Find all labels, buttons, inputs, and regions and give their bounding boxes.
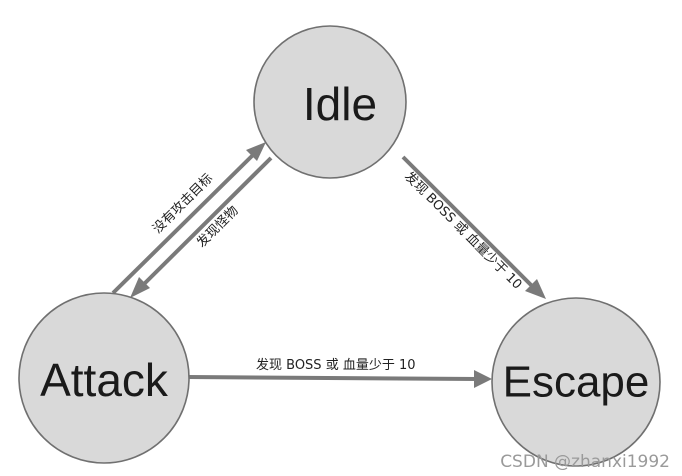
edge-attack-to-idle-arrowhead — [246, 142, 266, 161]
edge-idle-to-attack-arrowhead — [130, 277, 150, 298]
node-idle-circle — [253, 25, 407, 179]
edge-label-idle-to-escape: 发现 BOSS 或 血量少于 10 — [401, 169, 525, 293]
edge-idle-to-attack — [130, 156, 273, 298]
edge-idle-to-attack-line — [138, 156, 273, 290]
edge-label-attack-to-escape: 发现 BOSS 或 血量少于 10 — [256, 357, 416, 373]
edge-attack-to-idle-line — [111, 150, 258, 295]
edge-idle-to-escape-arrowhead — [525, 279, 546, 299]
node-attack-label: Attack — [40, 354, 169, 406]
node-escape-circle — [491, 297, 661, 467]
edge-idle-to-escape — [401, 155, 546, 299]
edge-attack-to-escape-line — [187, 375, 479, 381]
edge-attack-to-idle — [111, 142, 266, 295]
edge-idle-to-escape-line — [401, 155, 537, 291]
node-idle: Idle — [253, 25, 407, 179]
node-escape: Escape — [491, 297, 661, 467]
node-attack: Attack — [18, 292, 190, 464]
node-attack-circle — [18, 292, 190, 464]
node-idle-label: Idle — [303, 78, 377, 130]
edge-attack-to-escape — [187, 370, 492, 388]
edge-attack-to-escape-arrowhead — [474, 370, 492, 388]
watermark: CSDN @zhanxi1992 — [500, 452, 670, 472]
node-escape-label: Escape — [503, 358, 650, 407]
